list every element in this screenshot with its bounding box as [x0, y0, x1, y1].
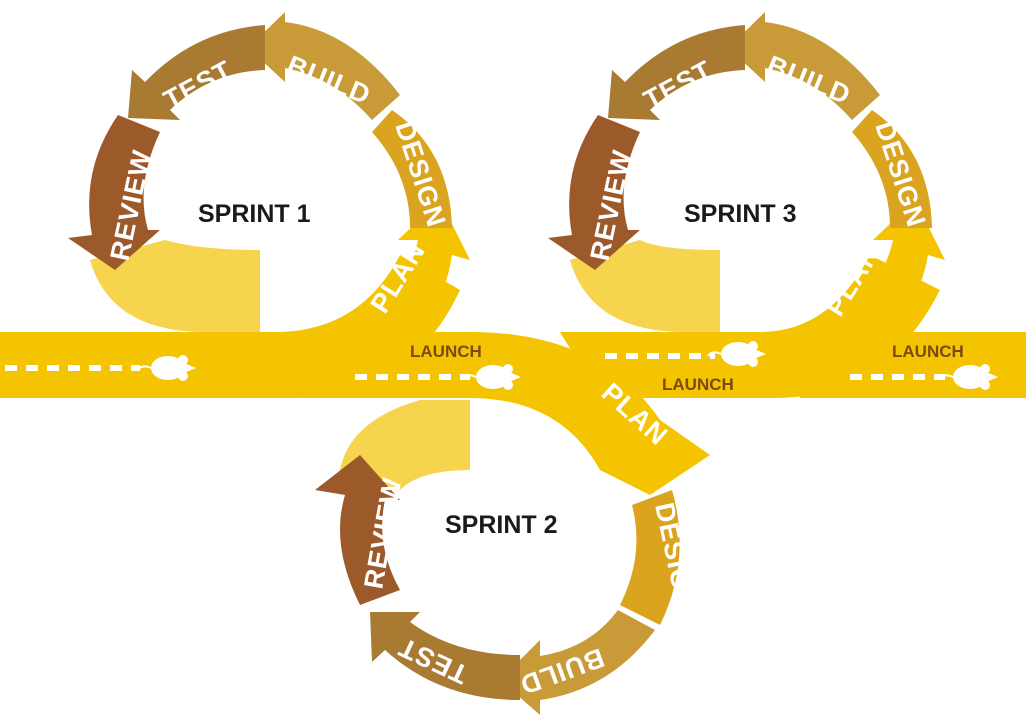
sprint2-title: SPRINT 2: [445, 511, 558, 539]
sprint2-test-arrow: [370, 612, 520, 700]
sprint-1-ring: PLAN DESIGN BUILD TEST REVIEW SPRINT 1: [68, 12, 470, 375]
sprint3-design-arrow: [852, 110, 932, 228]
road-dashes: [5, 353, 945, 380]
launch-label-2: LAUNCH: [662, 375, 734, 394]
sprint3-plan-arrow: [808, 200, 945, 378]
sprint1-plan-arrow: [360, 200, 470, 375]
sprint1-build-arrow: [248, 12, 400, 120]
sprint3-build-arrow: [728, 12, 880, 120]
sprint1-loop-shade: [90, 240, 260, 332]
sprint1-design-arrow: [372, 110, 452, 228]
sprint1-title: SPRINT 1: [198, 200, 311, 228]
sprint1-review-arrow: [68, 115, 160, 270]
sprint2-loop-shade: [340, 400, 470, 490]
sprint3-loop-shade: [570, 240, 720, 332]
sprint3-test-arrow: [608, 25, 745, 120]
sprint-3-ring: PLAN DESIGN BUILD TEST REVIEW SPRINT 3: [548, 12, 945, 378]
sprint2-build-arrow: [500, 610, 655, 715]
sprint1-test-arrow: [128, 25, 265, 120]
launch-label-3: LAUNCH: [892, 342, 964, 361]
sprint3-title: SPRINT 3: [684, 200, 797, 228]
sprint2-review-arrow: [315, 455, 400, 605]
sprint3-review-arrow: [548, 115, 640, 270]
road: [0, 240, 1026, 495]
sprint2-design-arrow: [620, 490, 680, 625]
launch-label-1: LAUNCH: [410, 342, 482, 361]
